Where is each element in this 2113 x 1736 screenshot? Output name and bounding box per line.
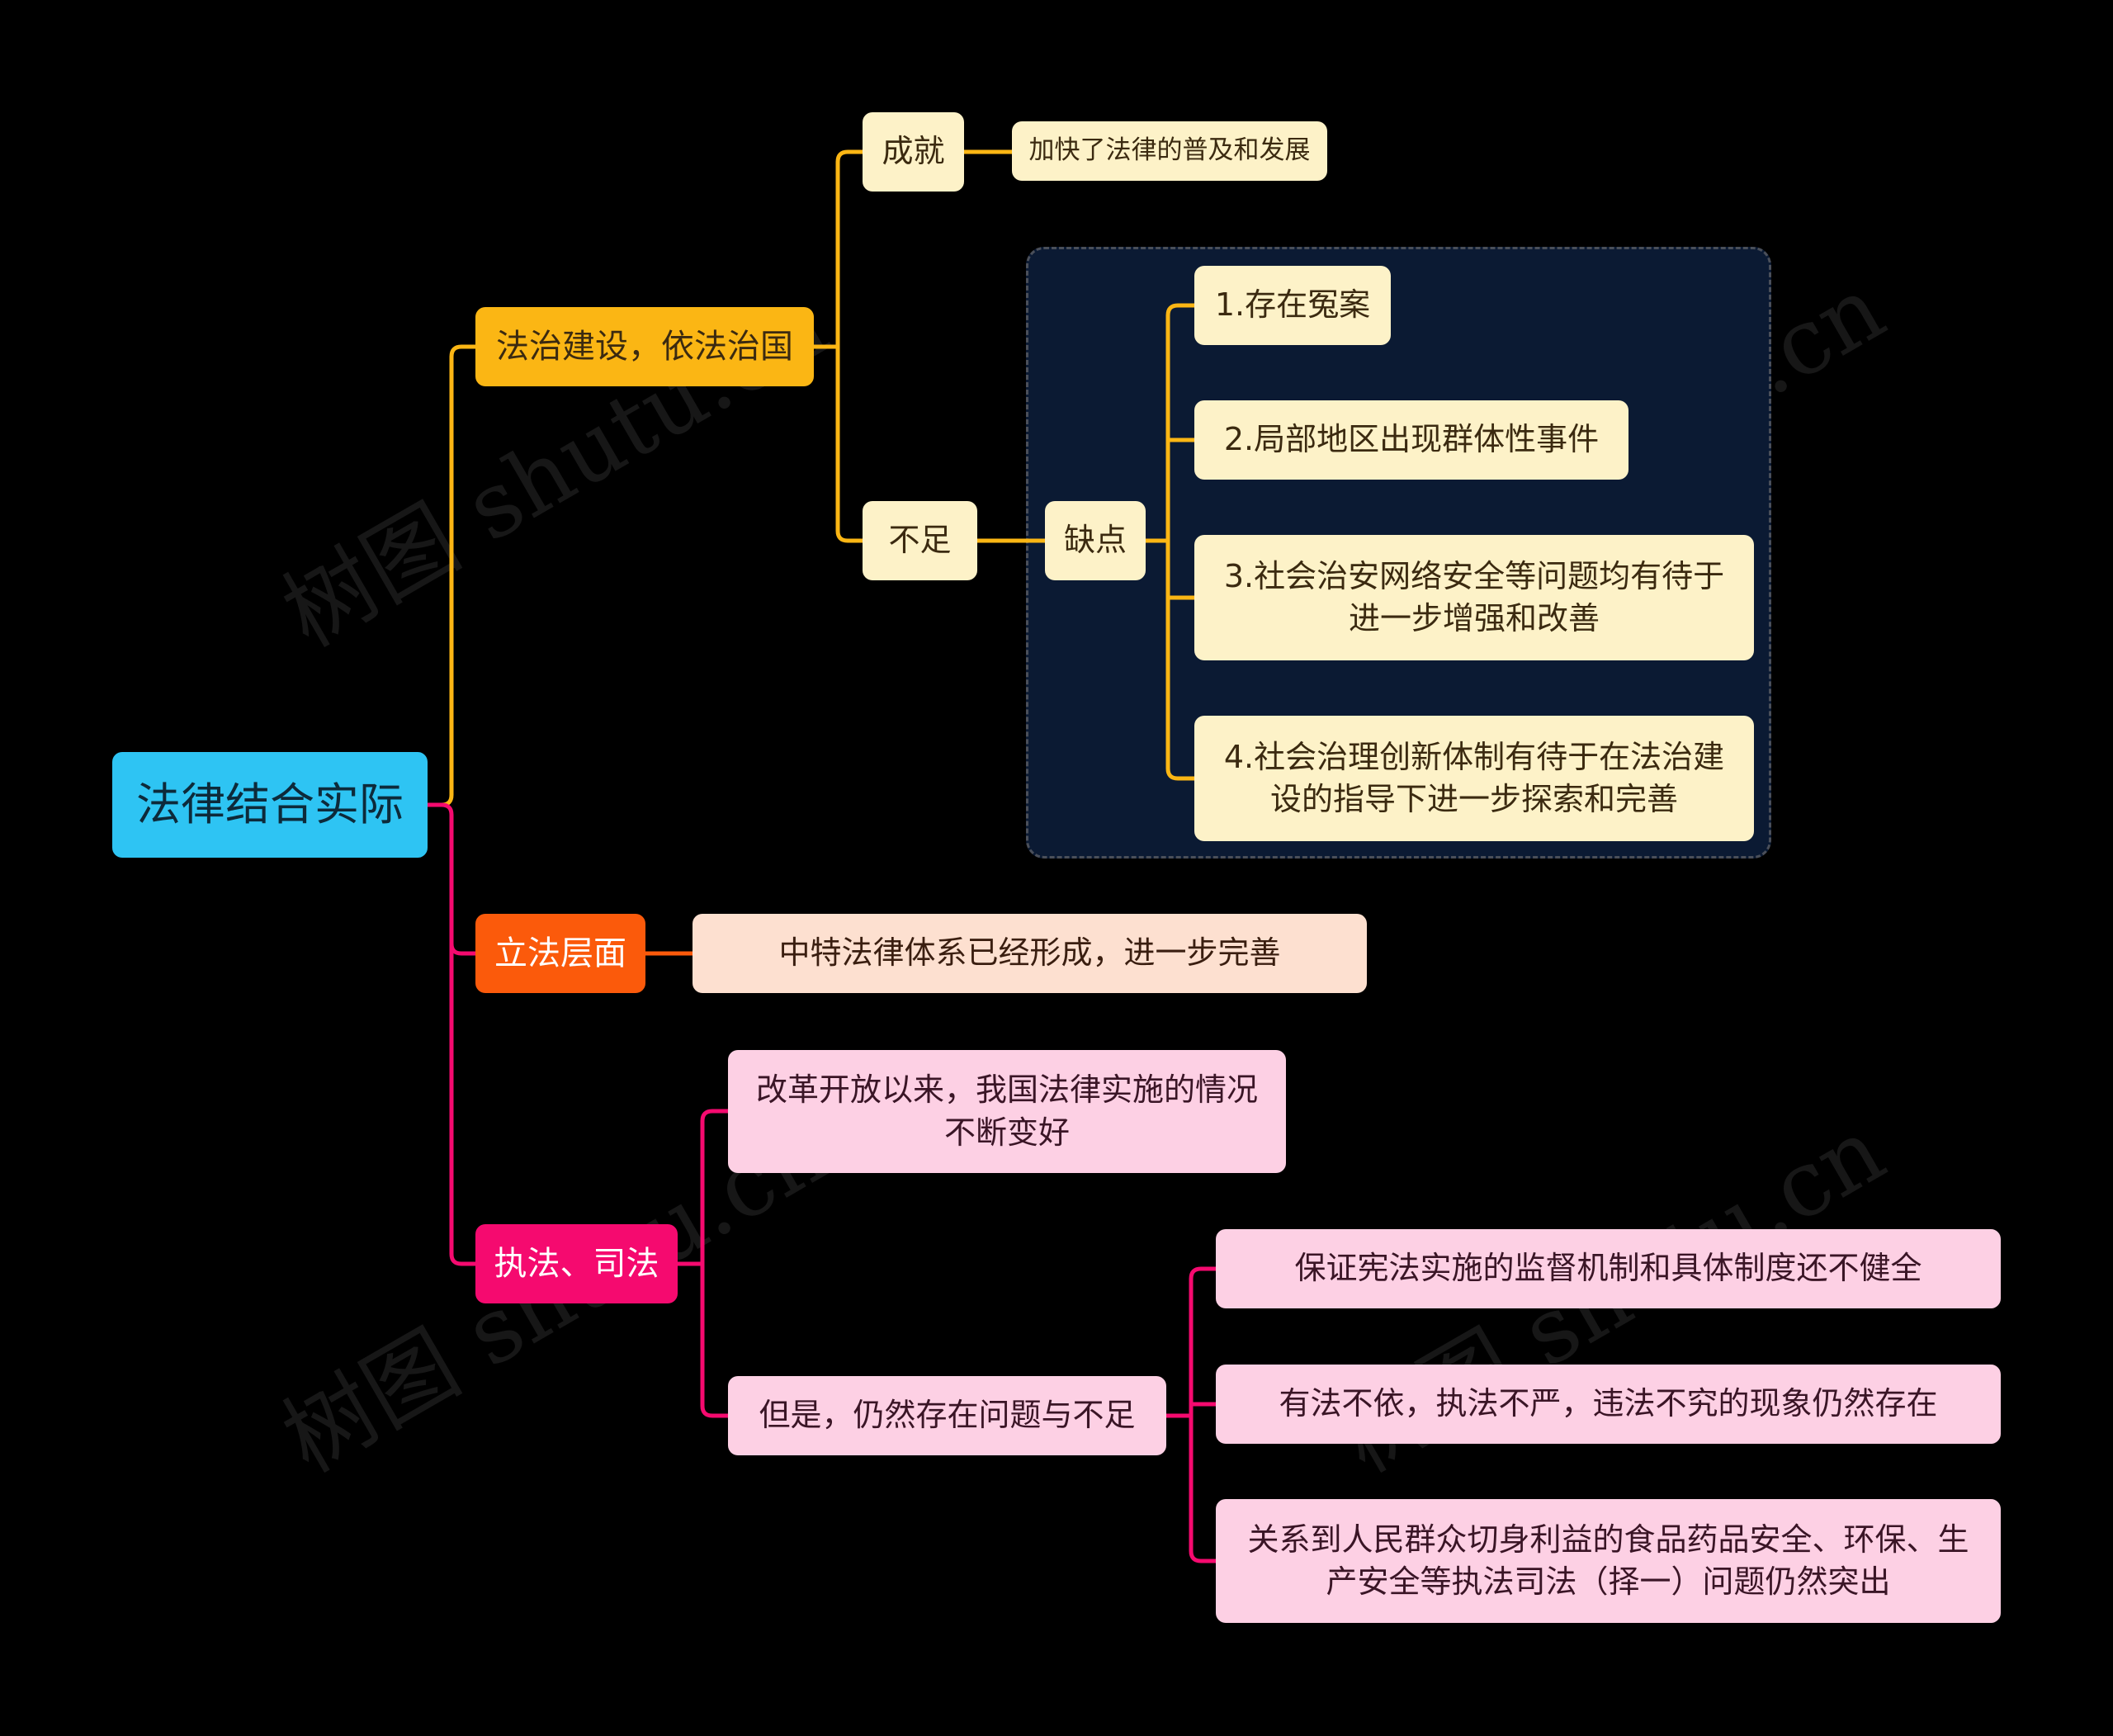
link-rule-shortfall — [835, 347, 863, 543]
branch-rule-of-law[interactable]: 法治建设，依法治国 — [475, 307, 814, 386]
defect-item[interactable]: 3.社会治安网络安全等问题均有待于进一步增强和改善 — [1194, 535, 1754, 660]
defect-item[interactable]: 4.社会治理创新体制有待于在法治建设的指导下进一步探索和完善 — [1194, 716, 1754, 841]
branch-legislation[interactable]: 立法层面 — [475, 914, 645, 993]
node-achievement-detail[interactable]: 加快了法律的普及和发展 — [1012, 121, 1327, 181]
node-legislation-detail[interactable]: 中特法律体系已经形成，进一步完善 — [693, 914, 1367, 993]
link-defects-items — [1146, 303, 1194, 781]
defect-item[interactable]: 1.存在冤案 — [1194, 266, 1391, 345]
node-defects[interactable]: 缺点 — [1045, 501, 1146, 580]
link-problems-items — [1166, 1266, 1216, 1563]
link-root-legislation — [428, 802, 475, 956]
node-enforcement-progress[interactable]: 改革开放以来，我国法律实施的情况不断变好 — [728, 1050, 1286, 1173]
problem-item[interactable]: 保证宪法实施的监督机制和具体制度还不健全 — [1216, 1229, 2001, 1308]
link-enforcement-children — [678, 1109, 728, 1418]
link-root-rule-of-law — [428, 344, 475, 807]
node-shortfall[interactable]: 不足 — [863, 501, 977, 580]
root-node[interactable]: 法律结合实际 — [112, 752, 428, 858]
problem-item[interactable]: 关系到人民群众切身利益的食品药品安全、环保、生产安全等执法司法（择一）问题仍然突… — [1216, 1499, 2001, 1623]
branch-enforcement[interactable]: 执法、司法 — [475, 1224, 678, 1303]
link-rule-achievement — [814, 149, 863, 349]
link-root-enforcement — [449, 908, 475, 1266]
node-enforcement-problems[interactable]: 但是，仍然存在问题与不足 — [728, 1376, 1166, 1455]
defect-item[interactable]: 2.局部地区出现群体性事件 — [1194, 400, 1628, 480]
node-achievement[interactable]: 成就 — [863, 112, 964, 192]
problem-item[interactable]: 有法不依，执法不严，违法不究的现象仍然存在 — [1216, 1365, 2001, 1444]
